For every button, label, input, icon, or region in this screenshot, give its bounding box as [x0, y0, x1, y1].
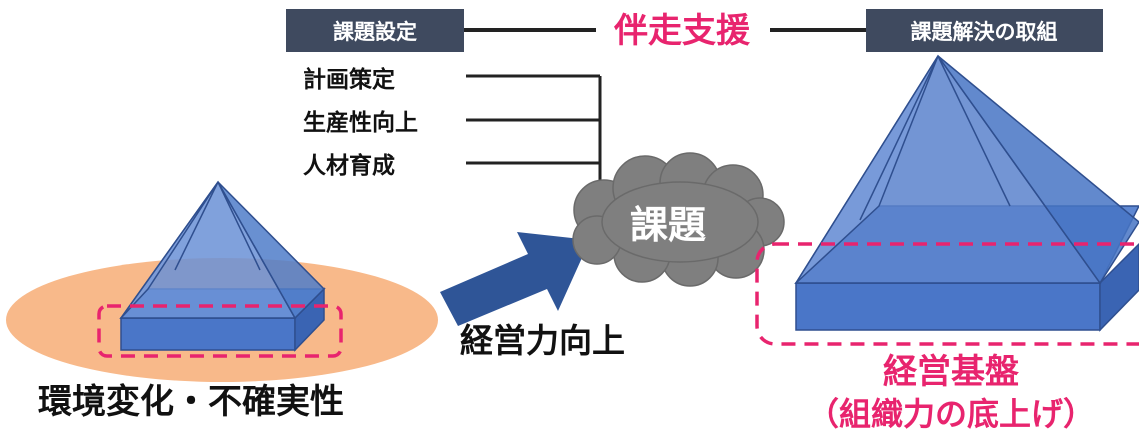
environment-caption: 環境変化・不確実性: [38, 382, 344, 422]
issue-item-productivity: 生産性向上: [303, 109, 418, 136]
growth-label: 経営力向上: [460, 321, 625, 360]
growth-arrow: [440, 232, 590, 326]
large-pyramid: [794, 54, 1139, 332]
large-base-highlight: [755, 242, 1139, 346]
solution-box: [866, 9, 1103, 52]
solution-label: 課題解決の取組: [911, 20, 1058, 44]
small-pyramid: [119, 180, 326, 352]
small-base-highlight: [97, 304, 343, 358]
issue-cloud-label: 課題: [630, 203, 706, 247]
issue-item-plan: 計画策定: [303, 66, 395, 93]
issue-bracket: [466, 74, 602, 190]
issue-item-hr: 人材育成: [303, 152, 395, 179]
issue-setting-box: [286, 9, 464, 52]
issue-cloud: [572, 152, 785, 287]
foundation-caption: 経営基盤: [883, 352, 1019, 392]
foundation-subcaption: （組織力の底上げ）: [807, 395, 1095, 433]
support-label: 伴走支援: [613, 11, 751, 51]
issue-setting-label: 課題設定: [333, 20, 417, 44]
